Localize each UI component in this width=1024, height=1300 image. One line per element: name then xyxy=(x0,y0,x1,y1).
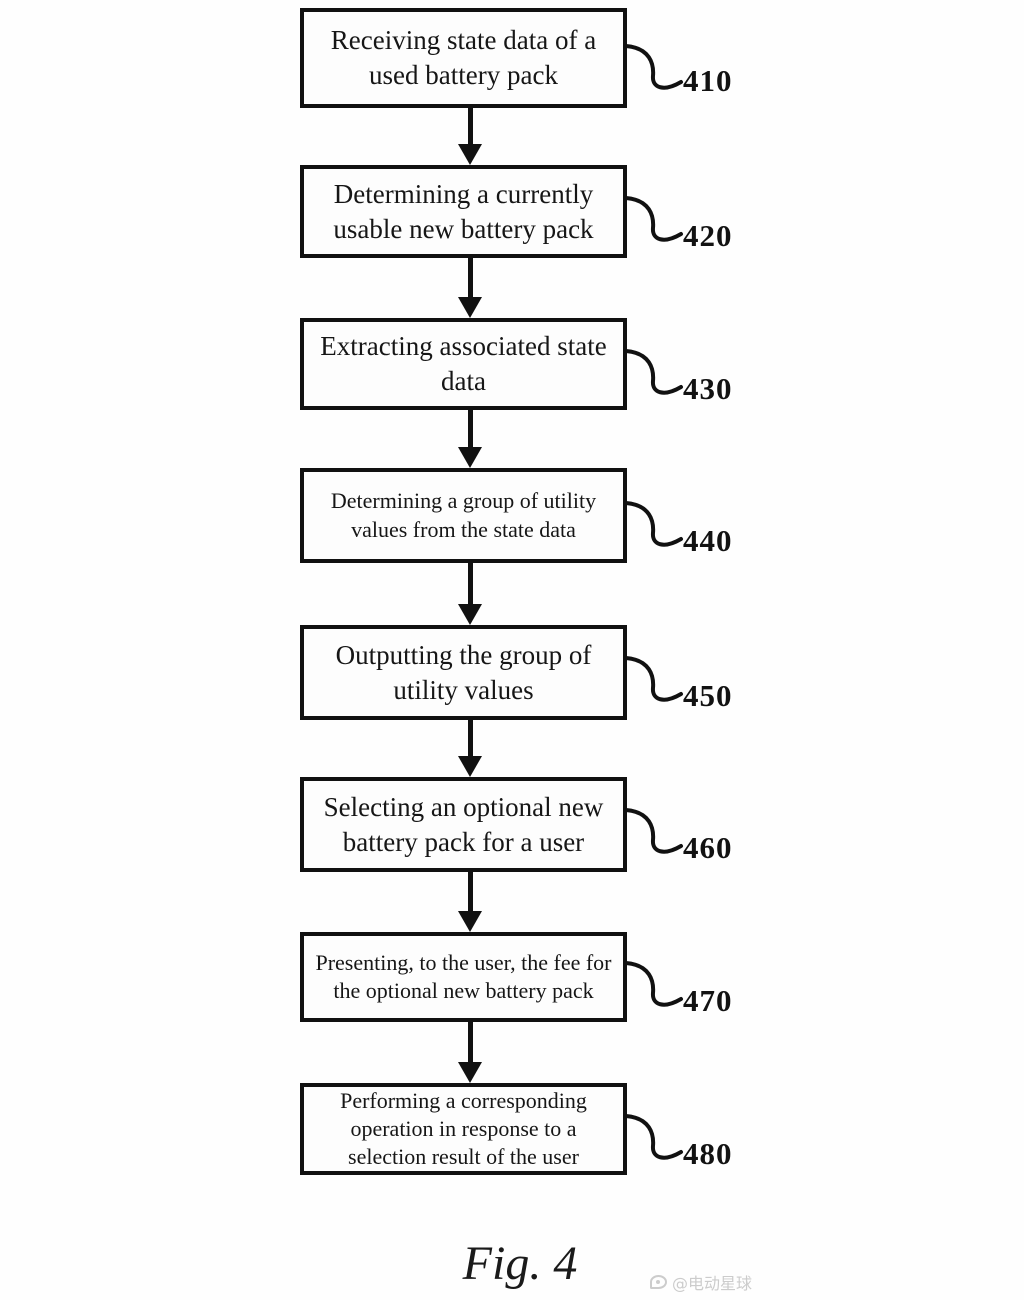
flow-step-label: Presenting, to the user, the fee for the… xyxy=(315,949,612,1003)
flow-step-label: Performing a corresponding operation in … xyxy=(340,1087,587,1170)
arrow-head xyxy=(458,144,482,165)
flow-step-label: Determining a group of utility values fr… xyxy=(330,488,597,542)
arrow-head xyxy=(458,447,482,468)
arrow-head xyxy=(458,756,482,777)
flow-step-label: Determining a currently usable new batte… xyxy=(333,178,594,244)
ref-number-440: 440 xyxy=(683,523,733,558)
flow-step-box-420: Determining a currently usable new batte… xyxy=(300,165,627,258)
leader-curve-430 xyxy=(624,349,683,395)
arrow-head xyxy=(458,604,482,625)
arrow-shaft xyxy=(468,1022,473,1066)
arrow-shaft xyxy=(468,720,473,760)
flow-step-box-480: Performing a corresponding operation in … xyxy=(300,1083,627,1175)
ref-number-470: 470 xyxy=(683,983,733,1018)
flow-arrow-down xyxy=(448,872,492,932)
flow-step-box-470: Presenting, to the user, the fee for the… xyxy=(300,932,627,1022)
arrow-head xyxy=(458,911,482,932)
flow-step-label: Outputting the group of utility values xyxy=(335,639,592,705)
ref-number-460: 460 xyxy=(683,830,733,865)
leader-curve-420 xyxy=(624,196,683,242)
ref-number-450: 450 xyxy=(683,678,733,713)
flow-arrow-down xyxy=(448,720,492,777)
flow-arrow-down xyxy=(448,258,492,318)
leader-curve-470 xyxy=(624,961,683,1007)
weibo-icon xyxy=(650,1275,667,1289)
arrow-head xyxy=(458,1062,482,1083)
flow-step-label: Receiving state data of a used battery p… xyxy=(330,25,597,90)
flow-step-box-440: Determining a group of utility values fr… xyxy=(300,468,627,563)
arrow-shaft xyxy=(468,563,473,608)
flow-step-label: Extracting associated state data xyxy=(320,331,607,396)
arrow-shaft xyxy=(468,108,473,148)
watermark: @电动星球 xyxy=(650,1270,752,1294)
flow-arrow-down xyxy=(448,410,492,468)
flow-step-box-410: Receiving state data of a used battery p… xyxy=(300,8,627,108)
leader-curve-440 xyxy=(624,501,683,547)
arrow-head xyxy=(458,297,482,318)
leader-curve-410 xyxy=(624,44,683,90)
leader-curve-450 xyxy=(624,656,683,702)
arrow-shaft xyxy=(468,258,473,301)
ref-number-420: 420 xyxy=(683,218,733,253)
figure-caption: Fig. 4 xyxy=(462,1237,578,1290)
flow-step-box-430: Extracting associated state data xyxy=(300,318,627,410)
flow-arrow-down xyxy=(448,563,492,625)
ref-number-480: 480 xyxy=(683,1136,733,1171)
ref-number-410: 410 xyxy=(683,63,733,98)
leader-curve-460 xyxy=(624,808,683,854)
arrow-shaft xyxy=(468,410,473,451)
flow-step-box-450: Outputting the group of utility values xyxy=(300,625,627,720)
ref-number-430: 430 xyxy=(683,371,733,406)
flow-step-box-460: Selecting an optional new battery pack f… xyxy=(300,777,627,872)
flow-step-label: Selecting an optional new battery pack f… xyxy=(323,791,604,857)
watermark-text: @电动星球 xyxy=(672,1274,753,1293)
flow-arrow-down xyxy=(448,108,492,165)
leader-curve-480 xyxy=(624,1114,683,1160)
arrow-shaft xyxy=(468,872,473,915)
flow-arrow-down xyxy=(448,1022,492,1083)
